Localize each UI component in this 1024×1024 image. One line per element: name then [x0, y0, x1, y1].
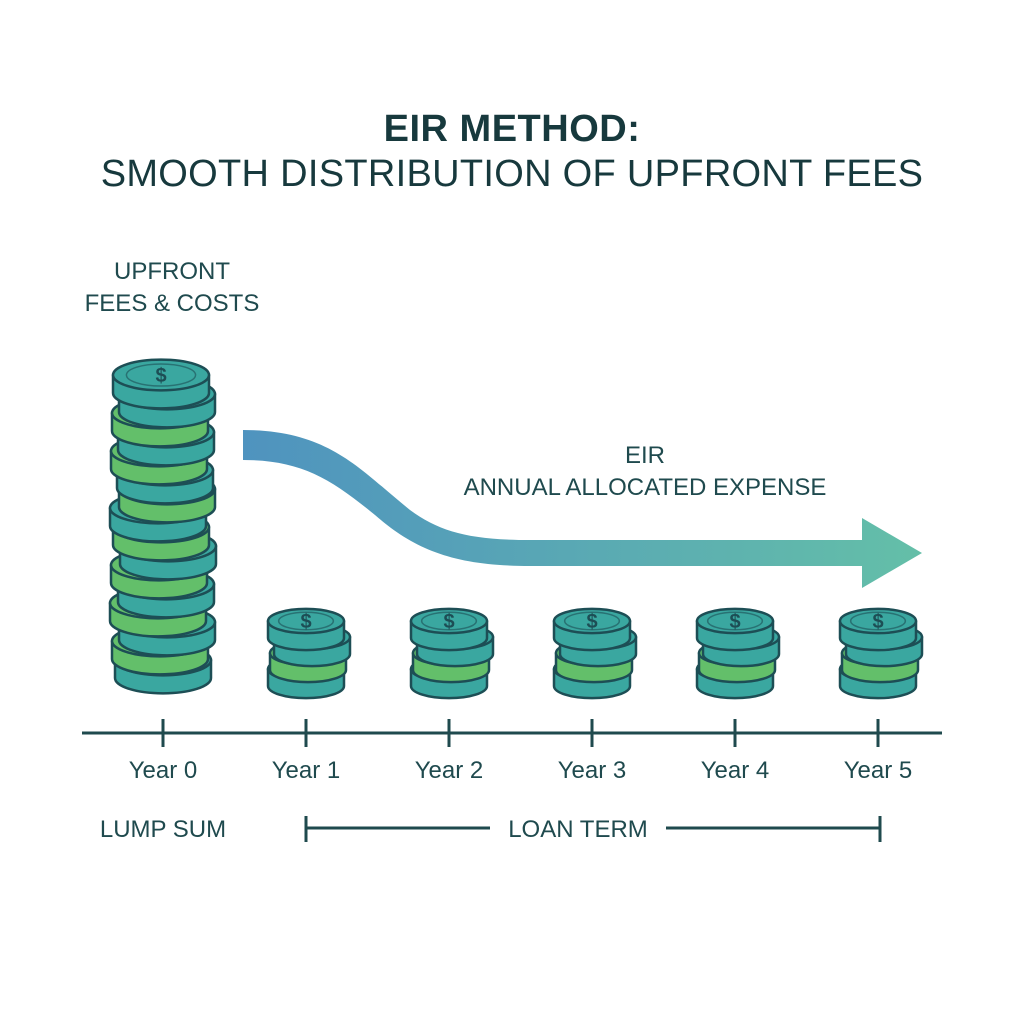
coin-stack-year-1: $ [266, 607, 352, 700]
year-labels: Year 0 Year 1 Year 2 Year 3 Year 4 Year 5 [129, 757, 913, 784]
dollar-sign-icon: $ [443, 611, 454, 633]
upfront-fees-label: UPFRONT FEES & COSTS [62, 256, 282, 320]
lump-sum-label: LUMP SUM [100, 816, 226, 843]
eir-expense-label-line2: ANNUAL ALLOCATED EXPENSE [463, 474, 827, 501]
coin-stack-year-3: $ [552, 607, 638, 700]
diagram-subtitle: SMOOTH DISTRIBUTION OF UPFRONT FEES [100, 153, 924, 195]
upfront-fees-label-line2: FEES & COSTS [84, 290, 260, 317]
eir-expense-label-line1: EIR [624, 442, 665, 469]
timeline-axis [82, 719, 942, 747]
year-label: Year 4 [701, 757, 770, 784]
dollar-sign-icon: $ [729, 611, 740, 633]
eir-expense-label: EIR ANNUAL ALLOCATED EXPENSE [440, 440, 850, 504]
loan-term-bracket [304, 816, 882, 842]
loan-term-label: LOAN TERM [508, 816, 648, 843]
dollar-sign-icon: $ [586, 611, 597, 633]
year-label: Year 2 [415, 757, 484, 784]
coin-stack-year-5: $ [838, 607, 924, 700]
dollar-coin-icon: $ [838, 607, 918, 652]
dollar-sign-icon: $ [300, 611, 311, 633]
year-label: Year 1 [272, 757, 341, 784]
dollar-coin-icon: $ [695, 607, 775, 652]
dollar-coin-icon: $ [111, 358, 211, 410]
curved-arrow-icon [243, 430, 922, 588]
dollar-coin-icon: $ [409, 607, 489, 652]
dollar-sign-icon: $ [155, 365, 166, 387]
year-label: Year 3 [558, 757, 627, 784]
coin-stack-year-0: $ [108, 358, 218, 695]
coin-stack-year-4: $ [695, 607, 781, 700]
coin-stacks: $ $ $ $ $ $ [108, 358, 924, 700]
curved-arrow-body [243, 430, 922, 588]
dollar-sign-icon: $ [872, 611, 883, 633]
diagram-title: EIR METHOD: [383, 108, 641, 150]
dollar-coin-icon: $ [552, 607, 632, 652]
dollar-coin-icon: $ [266, 607, 346, 652]
upfront-fees-label-line1: UPFRONT [114, 258, 230, 285]
coin-stack-year-2: $ [409, 607, 495, 700]
year-label: Year 5 [844, 757, 913, 784]
year-label: Year 0 [129, 757, 198, 784]
